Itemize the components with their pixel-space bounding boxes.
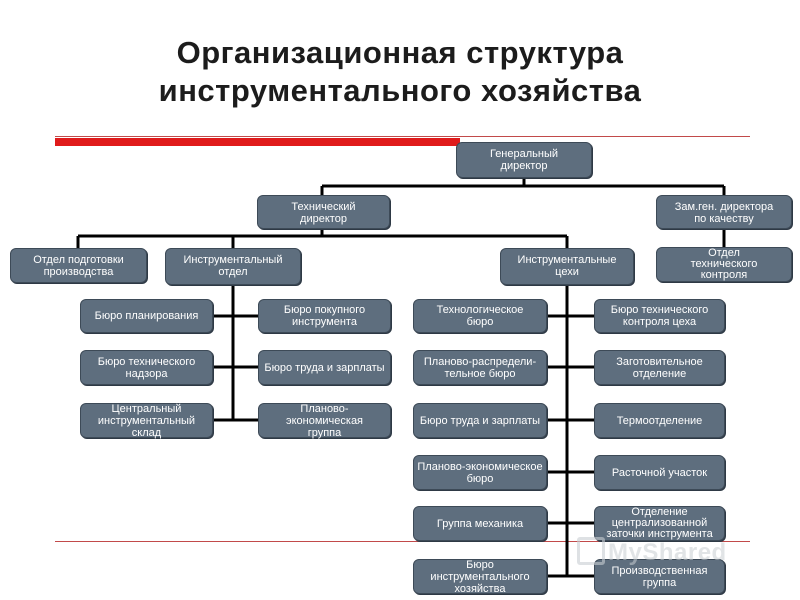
node-tool-shops: Инструментальные цехи [500, 248, 634, 285]
node-tech-supervision-bureau: Бюро технического надзора [80, 350, 213, 385]
node-tech-control-dept: Отдел технического контроля [656, 247, 792, 282]
node-shop-tech-control-bureau: Бюро технического контроля цеха [594, 299, 725, 333]
node-technical-director: Технический директор [257, 195, 390, 229]
watermark-logo: MyShared [577, 537, 727, 567]
node-production-group: Производственная группа [594, 559, 725, 594]
node-general-director: Генеральный директор [456, 142, 592, 178]
watermark-text: MyShared [608, 539, 727, 566]
node-labor-wages-bureau-2: Бюро труда и зарплаты [413, 403, 547, 438]
node-boring-section: Расточной участок [594, 455, 725, 490]
node-mechanic-group: Группа механика [413, 506, 547, 541]
node-deputy-quality: Зам.ген. директора по качеству [656, 195, 792, 229]
node-planning-economic-group: Планово-экономическая группа [258, 403, 391, 439]
page-title: Организационная структура инструментальн… [0, 34, 800, 110]
title-line-1: Организационная структура [176, 35, 624, 70]
node-planning-bureau: Бюро планирования [80, 299, 213, 333]
red-accent-bar [55, 138, 460, 146]
node-technological-bureau: Технологическое бюро [413, 299, 547, 333]
bottom-divider-line [55, 541, 750, 542]
node-central-tool-warehouse: Центральный инструментальный склад [80, 403, 213, 439]
watermark-icon [577, 537, 605, 565]
node-planning-distribution-bureau: Планово-распредели- тельное бюро [413, 350, 547, 385]
node-planning-economic-bureau: Планово-экономическое бюро [413, 455, 547, 490]
node-purchased-tools-bureau: Бюро покупного инструмента [258, 299, 391, 333]
node-production-prep: Отдел подготовки производства [10, 248, 147, 283]
title-line-2: инструментального хозяйства [158, 73, 642, 108]
node-tool-economy-bureau: Бюро инструментального хозяйства [413, 559, 547, 595]
node-tool-department: Инструментальный отдел [165, 248, 301, 285]
node-heat-treatment-section: Термоотделение [594, 403, 725, 438]
node-centralized-sharpening: Отделение централизованной заточки инстр… [594, 506, 725, 541]
top-divider-line [55, 136, 750, 137]
node-procurement-section: Заготовительное отделение [594, 350, 725, 385]
node-labor-wages-bureau-1: Бюро труда и зарплаты [258, 350, 391, 385]
